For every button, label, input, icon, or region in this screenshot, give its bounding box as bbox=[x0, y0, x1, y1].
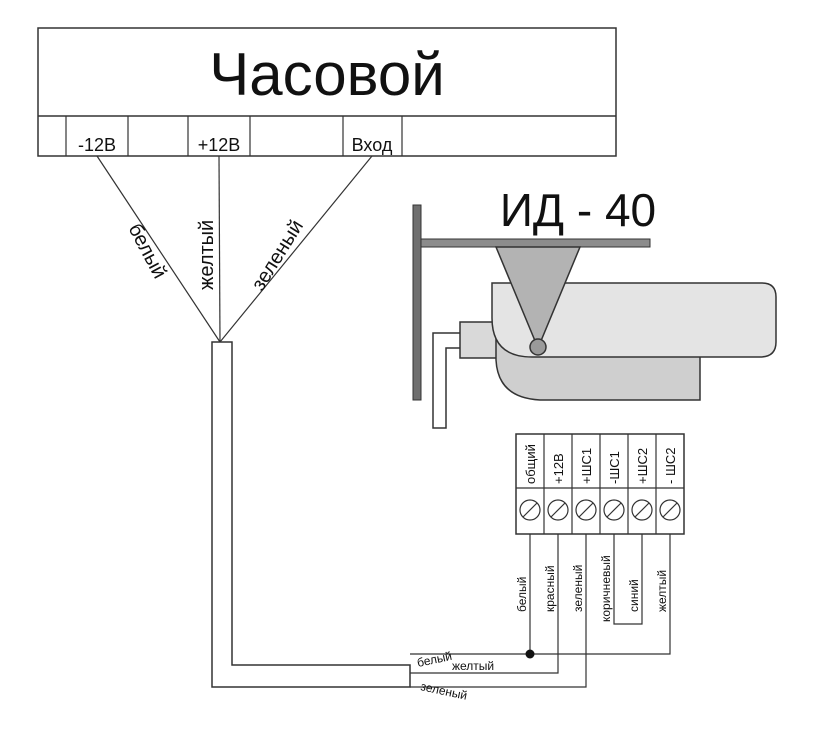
tb-wire-korichnevyi: коричневый bbox=[599, 555, 613, 622]
detector-wires bbox=[410, 534, 671, 688]
cable bbox=[211, 341, 411, 688]
mounting-rail bbox=[420, 238, 651, 248]
tb-wire-zheltyi: желтый bbox=[655, 570, 669, 612]
triangle-bracket bbox=[494, 246, 582, 350]
tb-wire-krasnyi: красный bbox=[543, 565, 557, 612]
tb-label-minus-shs2: - ШС2 bbox=[663, 448, 678, 484]
cable-wire-belyi: белый bbox=[416, 649, 453, 670]
terminal-plus-12v: +12В bbox=[198, 135, 241, 155]
wall-plate bbox=[412, 204, 422, 401]
detector-id40: ИД - 40 bbox=[412, 184, 777, 429]
wire-label-zheltyi: желтый bbox=[196, 220, 218, 290]
detector-housing bbox=[491, 282, 777, 358]
junction-dot bbox=[525, 649, 535, 659]
tb-label-plus-shs2: +ШС2 bbox=[635, 448, 650, 484]
cable-wire-zelenyi: зеленый bbox=[419, 679, 468, 703]
tb-label-obshiy: общий bbox=[523, 444, 538, 484]
panel-title: Часовой bbox=[209, 41, 445, 108]
tb-label-plus12v: +12В bbox=[551, 453, 566, 484]
panel-wires bbox=[96, 155, 373, 343]
tb-label-plus-shs1: +ШС1 bbox=[579, 448, 594, 484]
tb-wire-zelenyi: зеленый bbox=[571, 565, 585, 612]
wire-label-belyi: белый bbox=[124, 220, 171, 282]
tb-wire-belyi: белый bbox=[515, 577, 529, 612]
tb-wire-siniy: синий bbox=[627, 579, 641, 612]
detector-title: ИД - 40 bbox=[500, 184, 656, 236]
tb-label-minus-shs1: -ШС1 bbox=[607, 451, 622, 484]
cable-wire-zheltyi: желтый bbox=[452, 659, 494, 673]
wire-label-zelenyi: зеленый bbox=[248, 216, 308, 294]
panel-chasovoy: Часовой -12В +12В Вход bbox=[37, 27, 617, 157]
pivot-screw bbox=[529, 338, 547, 356]
side-bracket bbox=[432, 332, 463, 429]
panel-box bbox=[37, 27, 617, 157]
terminal-block: общий +12В +ШС1 -ШС1 +ШС2 - ШС2 bbox=[515, 433, 685, 535]
terminal-vhod: Вход bbox=[352, 135, 393, 155]
terminal-minus-12v: -12В bbox=[78, 135, 116, 155]
